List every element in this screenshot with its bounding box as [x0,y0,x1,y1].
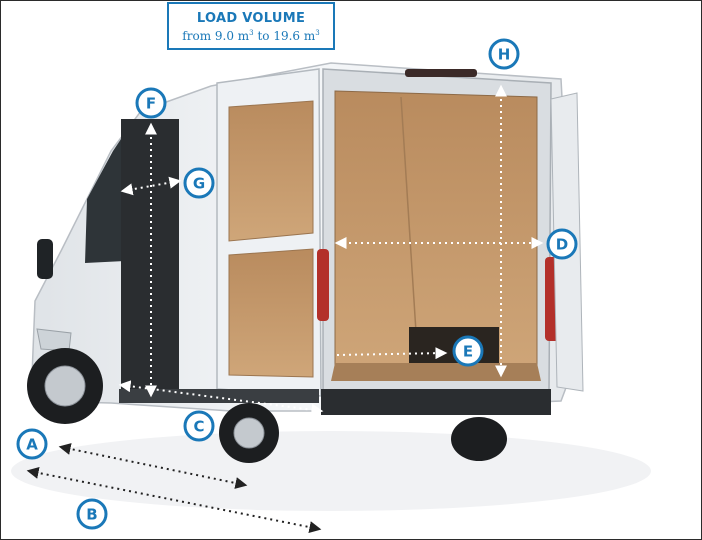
badge-a: A [16,428,48,460]
svg-text:G: G [193,175,205,193]
dimension-c [118,380,324,416]
svg-text:E: E [463,343,473,361]
badge-b: B [76,498,108,530]
rear-bumper [321,389,551,415]
badge-c: C [183,410,215,442]
svg-text:A: A [26,436,38,454]
ground-shadow [11,431,651,511]
svg-text:D: D [556,236,568,254]
dimension-e [336,347,448,360]
rear-lamp-left [317,249,329,321]
load-volume-title: LOAD VOLUME [196,11,306,26]
badge-e: E [452,335,484,367]
badge-h: H [488,38,520,70]
svg-text:F: F [146,95,156,113]
load-volume-box: LOAD VOLUME from 9.0 m3 to 19.6 m3 [167,2,335,50]
badge-d: D [546,228,578,260]
rear-left-wheel-rim [233,417,265,449]
svg-text:C: C [193,418,204,436]
front-wheel-rim [44,365,86,407]
cargo-floor [331,363,541,381]
dimension-b [26,466,322,534]
rear-right-wheel [451,417,507,461]
roof-brake-light [405,69,477,77]
left-door-lower-panel [228,248,314,378]
headlight [36,328,72,352]
badge-f: F [135,87,167,119]
load-volume-range: from 9.0 m3 to 19.6 m3 [182,29,320,43]
badge-g: G [183,167,215,199]
svg-text:H: H [498,46,511,64]
left-door-upper-panel [228,100,314,242]
step-bumper [119,389,319,403]
side-door-opening [121,119,179,391]
side-mirror [37,239,53,279]
svg-text:B: B [86,506,97,524]
